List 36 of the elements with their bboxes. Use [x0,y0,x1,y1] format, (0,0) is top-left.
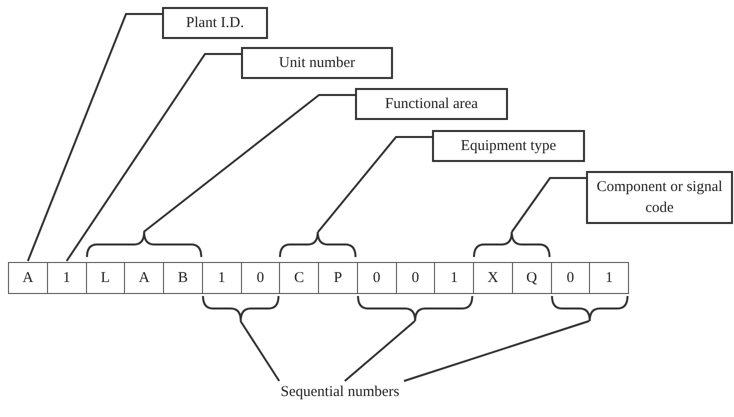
code-cell: 0 [356,262,396,294]
leader-line [510,177,586,233]
curly-brace [474,232,550,257]
code-cell: 0 [396,262,436,294]
curly-brace [552,296,627,321]
curly-brace [86,232,201,257]
code-cell: C [279,262,319,294]
leader-line [240,320,280,382]
leader-line [317,136,432,233]
leader-line [26,13,162,262]
code-cell: P [318,262,358,294]
code-cell: B [163,262,203,294]
code-cell: 1 [202,262,242,294]
code-cell: X [473,262,513,294]
label-box: Functional area [355,88,508,120]
curly-brace [202,296,278,321]
code-cell: 1 [46,262,86,294]
code-cell: A [124,262,164,294]
code-cell: L [86,262,126,294]
label-box: Component or signal code [586,171,733,224]
leader-line [344,320,416,382]
code-cell: Q [512,262,552,294]
curly-brace [358,296,472,321]
label-box: Unit number [241,47,393,79]
label-box: Equipment type [432,130,585,162]
curly-brace [280,232,356,257]
code-cell: A [8,262,48,294]
code-cell: 0 [240,262,280,294]
code-cell: 1 [589,262,629,294]
leader-line [66,53,241,262]
label-box: Plant I.D. [162,7,268,39]
caption-text: Sequential numbers [260,381,420,403]
code-cell: 1 [434,262,474,294]
code-cell: 0 [550,262,590,294]
leader-line [404,320,590,382]
leader-line [143,94,355,233]
